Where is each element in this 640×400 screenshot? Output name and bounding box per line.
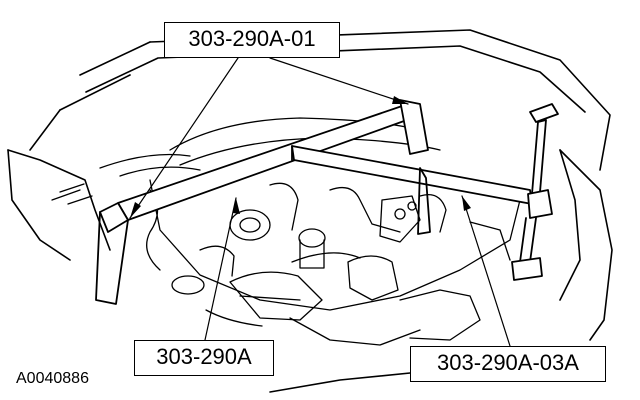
- hood: [29, 29, 611, 171]
- support-bar: [95, 99, 533, 305]
- leader-lines: [129, 57, 511, 347]
- callout-303-290A: 303-290A: [134, 340, 274, 376]
- lifting-rod: [511, 103, 559, 281]
- callout-303-290A-01: 303-290A-01: [164, 22, 340, 58]
- figure-id: A0040886: [16, 370, 89, 387]
- leader-arrowheads: [130, 96, 471, 218]
- callout-303-290A-03A: 303-290A-03A: [410, 346, 606, 382]
